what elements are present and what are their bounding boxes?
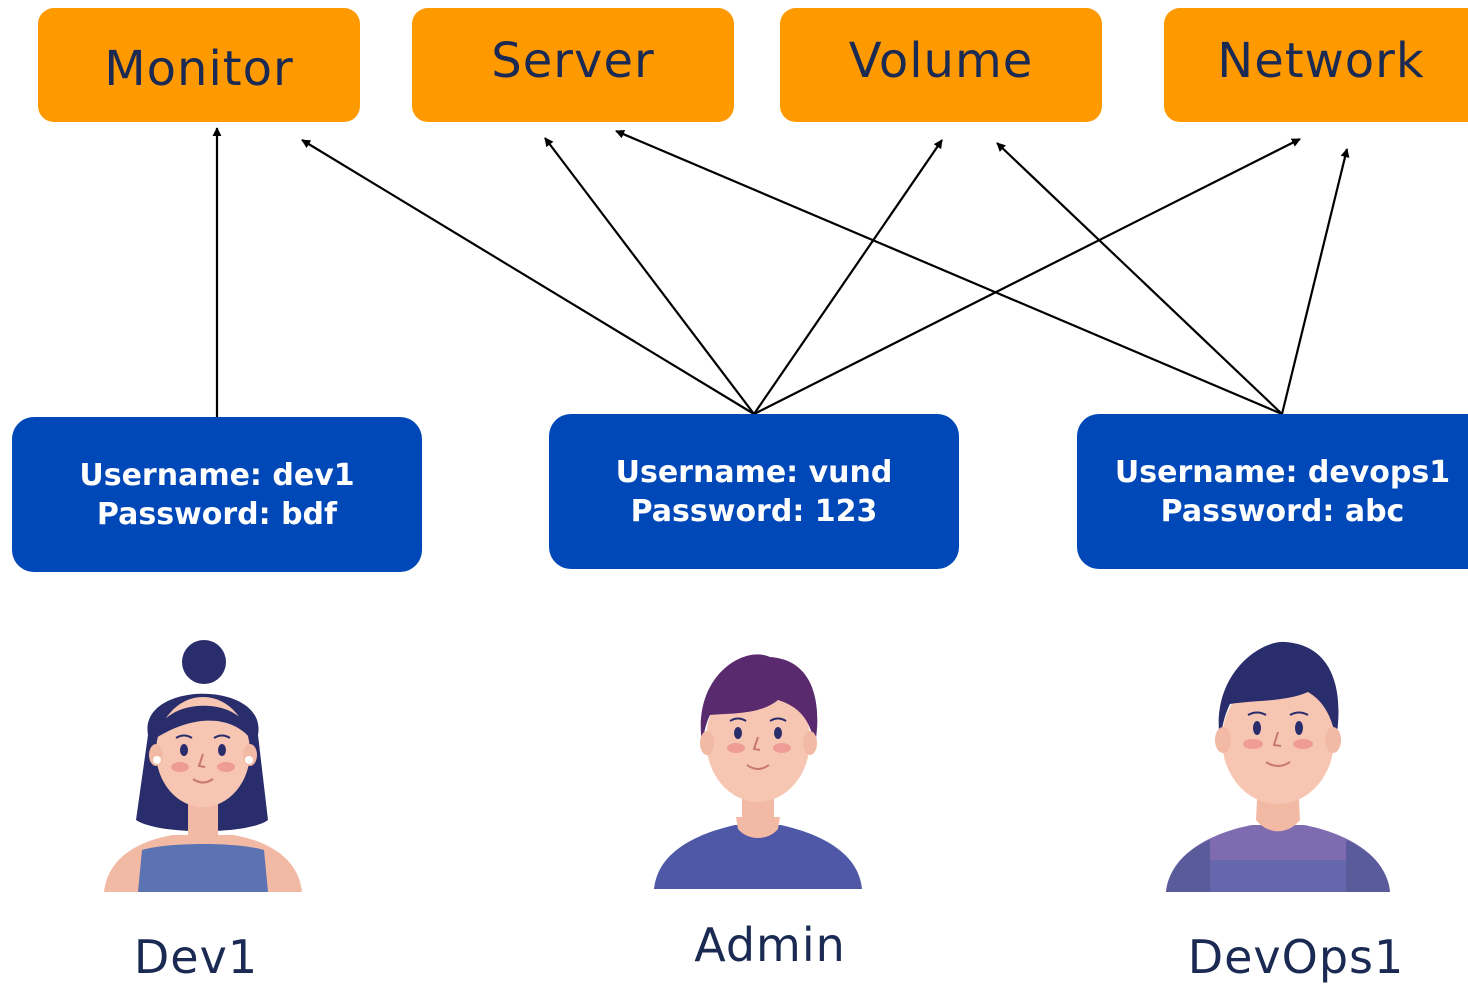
resource-server: Server (412, 8, 734, 122)
user-name-dev1: Dev1 (133, 930, 259, 984)
resource-monitor: Monitor (38, 8, 360, 122)
account-devops1-password: Password: abc (1160, 493, 1405, 529)
account-vund-username: Username: vund (615, 454, 893, 490)
account-dev1: Username: dev1 Password: bdf (12, 417, 422, 572)
account-devops1: Username: devops1 Password: abc (1077, 414, 1468, 569)
man-avatar-icon (654, 654, 862, 889)
account-vund-password: Password: 123 (630, 493, 878, 529)
arrow-vund-to-monitor (301, 139, 755, 415)
resource-server-label: Server (491, 33, 655, 89)
arrow-devops1-to-server (615, 129, 1283, 416)
arrow-vund-to-volume (753, 139, 943, 415)
arrow-vund-to-server (544, 137, 755, 415)
resource-monitor-label: Monitor (104, 41, 294, 97)
man-avatar-icon (1166, 641, 1390, 892)
resource-network: Network (1164, 8, 1468, 122)
arrow-devops1-to-volume (996, 142, 1283, 415)
account-devops1-username: Username: devops1 (1114, 454, 1451, 490)
resource-volume: Volume (780, 8, 1102, 122)
arrow-devops1-to-network (1280, 148, 1350, 415)
account-vund: Username: vund Password: 123 (549, 414, 959, 569)
account-dev1-username: Username: dev1 (79, 457, 355, 493)
woman-avatar-icon (104, 640, 302, 892)
arrow-vund-to-network (753, 138, 1301, 415)
resource-network-label: Network (1217, 33, 1425, 89)
user-name-admin: Admin (694, 918, 846, 972)
resource-volume-label: Volume (848, 33, 1034, 89)
user-name-devops1: DevOps1 (1187, 930, 1405, 984)
account-dev1-password: Password: bdf (96, 496, 338, 532)
